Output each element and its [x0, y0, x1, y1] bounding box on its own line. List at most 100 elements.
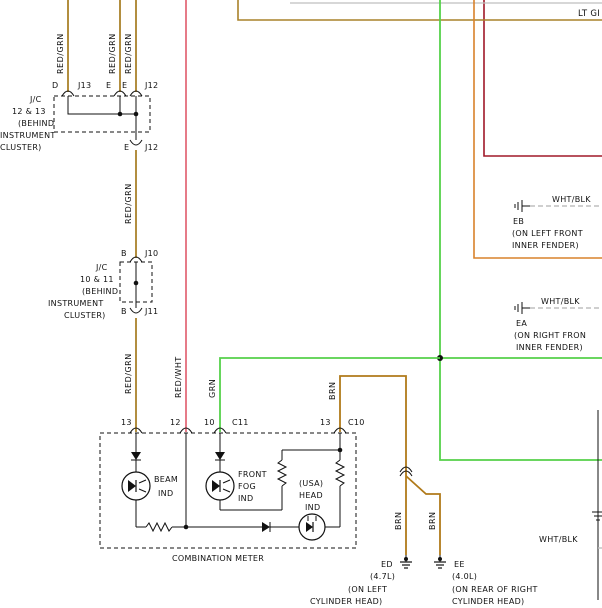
label-red-grn-1: RED/GRN [56, 33, 65, 74]
meter-dot-c10 [337, 447, 343, 453]
brn-connector [399, 466, 413, 473]
label-wht-blk-1: WHT/BLK [552, 195, 591, 204]
jc-lower-pin-b-bottom: B [121, 307, 127, 316]
wire-green-main [439, 0, 602, 461]
ground-ea-line1: (ON RIGHT FRON [514, 331, 586, 340]
jc-lower-pin-j10: J10 [144, 249, 158, 258]
ground-ed-line2: (ON LEFT [348, 585, 387, 594]
ground-ea-line2: INNER FENDER) [516, 343, 583, 352]
pin-cup-e2 [129, 90, 143, 97]
jc-upper-dot2 [133, 111, 139, 117]
label-grn: GRN [208, 379, 217, 398]
meter-pin-12 [179, 427, 193, 434]
svg-text:(BEHIND: (BEHIND [18, 119, 54, 128]
ground-ee-line3: CYLINDER HEAD) [452, 597, 524, 606]
label-red-grn-5: RED/GRN [124, 353, 133, 394]
ground-ed-name: ED [381, 560, 393, 569]
beam-ind-lamp [121, 471, 151, 501]
meter-pin-label-12: 12 [170, 418, 181, 427]
ground-ed [400, 555, 412, 569]
meter-pin-13 [129, 427, 143, 434]
ground-eb-line2: INNER FENDER) [512, 241, 579, 250]
svg-text:INSTRUMENT: INSTRUMENT [0, 131, 56, 140]
meter-pin-label-10: 10 [204, 418, 215, 427]
svg-text:12 & 13: 12 & 13 [12, 107, 46, 116]
jc-upper-box [53, 95, 151, 133]
ground-ed-line1: (4.7L) [370, 572, 395, 581]
pin-cup-d [61, 90, 75, 97]
pin-cup-j10 [129, 256, 143, 263]
brn-connector-2 [399, 470, 413, 477]
fog-ind-lamp [205, 471, 235, 501]
svg-text:CLUSTER): CLUSTER) [64, 311, 106, 320]
ground-ee [434, 555, 446, 569]
ground-ee-line2: (ON REAR OF RIGHT [452, 585, 538, 594]
wire-grn-meter [219, 357, 440, 432]
jc-lower-dot [133, 280, 139, 286]
jc-lower-pin-b-top: B [121, 249, 127, 258]
wire-brn-meter [339, 375, 407, 555]
ground-ea [514, 302, 602, 314]
meter-pin-label-c11: C11 [232, 418, 249, 427]
svg-text:(BEHIND: (BEHIND [82, 287, 118, 296]
fog-ind-label-1: FRONT [238, 470, 267, 479]
jc-lower-pin-j11: J11 [144, 307, 158, 316]
label-red-grn-2: RED/GRN [108, 33, 117, 74]
jc-upper-dot1 [117, 111, 123, 117]
svg-text:J/C: J/C [95, 263, 108, 272]
wire-lt-grn-top [237, 0, 602, 21]
combination-meter-box [99, 432, 357, 549]
label-red-grn-3: RED/GRN [124, 33, 133, 74]
wire-dark-red [483, 0, 602, 157]
ground-eb [514, 200, 602, 212]
ground-right-edge [592, 511, 602, 549]
jc-upper-pin-j12: J12 [144, 81, 158, 90]
label-red-grn-4: RED/GRN [124, 183, 133, 224]
meter-dot-12 [183, 524, 189, 530]
beam-ind-label-2: IND [158, 489, 173, 498]
svg-text:CLUSTER): CLUSTER) [0, 143, 42, 152]
label-wht-blk-3: WHT/BLK [539, 535, 578, 544]
label-brn-3: BRN [428, 511, 437, 530]
label-brn-1: BRN [328, 381, 337, 400]
ground-eb-line1: (ON LEFT FRONT [512, 229, 583, 238]
meter-pin-10 [213, 427, 227, 434]
jc-upper-pin-j13: J13 [77, 81, 91, 90]
meter-pin-c10 [333, 427, 347, 434]
jc-upper-pin-d: D [52, 81, 58, 90]
combination-meter-title: COMBINATION METER [172, 554, 264, 563]
meter-pin-label-c10: C10 [348, 418, 365, 427]
svg-text:10 & 11: 10 & 11 [80, 275, 114, 284]
pin-cup-e1 [113, 90, 127, 97]
label-wht-blk-2: WHT/BLK [541, 297, 580, 306]
jc-upper-pin-e-bottom: E [124, 143, 129, 152]
wire-orange [473, 0, 602, 259]
wire-brn-ee [405, 475, 441, 555]
diode-beam [131, 452, 141, 461]
svg-text:J/C: J/C [29, 95, 42, 104]
head-ind-label-1: (USA) [299, 479, 323, 488]
jc-upper-pin-e1: E [106, 81, 111, 90]
label-lt-grn: LT GI [578, 9, 600, 19]
meter-pin-label-13b: 13 [320, 418, 331, 427]
ground-ee-name: EE [454, 560, 465, 569]
diode-head [262, 522, 271, 532]
pin-cup-j11 [129, 307, 143, 314]
jc-upper-pin-e2: E [122, 81, 127, 90]
fog-ind-label-2: FOG [238, 482, 256, 491]
ground-ea-name: EA [516, 319, 527, 328]
ground-ed-line3: CYLINDER HEAD) [310, 597, 382, 606]
ground-eb-name: EB [513, 217, 524, 226]
diode-fog [215, 452, 225, 461]
meter-pin-label-13: 13 [121, 418, 132, 427]
beam-ind-label-1: BEAM [154, 475, 178, 484]
jc-lower-description: J/C 10 & 11 (BEHIND INSTRUMENT CLUSTER) [48, 263, 118, 320]
label-brn-2: BRN [394, 511, 403, 530]
head-ind-label-3: IND [305, 503, 320, 512]
pin-cup-bottom [129, 139, 143, 146]
svg-text:INSTRUMENT: INSTRUMENT [48, 299, 104, 308]
fog-ind-label-3: IND [238, 494, 253, 503]
jc-upper-internal [67, 96, 137, 140]
ground-ee-line1: (4.0L) [452, 572, 477, 581]
